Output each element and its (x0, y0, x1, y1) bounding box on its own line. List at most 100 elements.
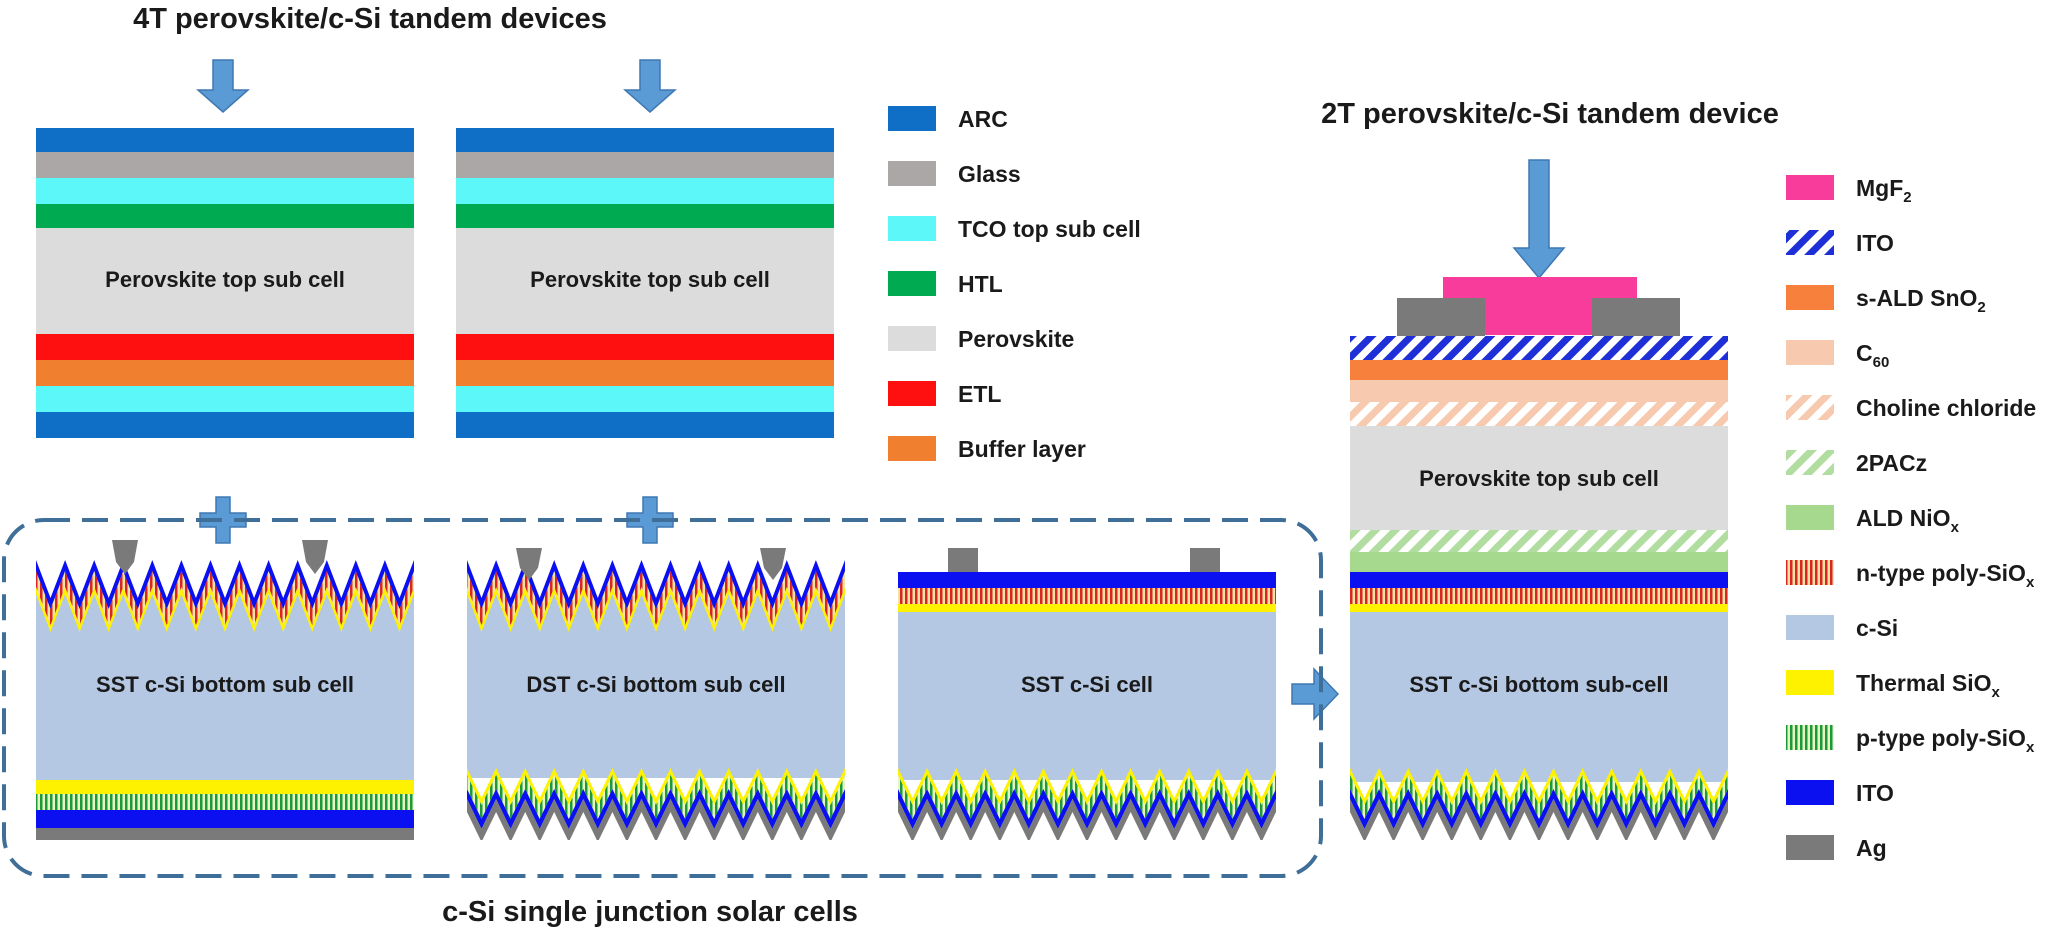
legend-label: Ag (1856, 835, 1887, 861)
legend-item: p-type poly-SiOx (1786, 725, 2035, 756)
legend-item: Choline chloride (1786, 395, 2036, 421)
legend-label-main: 2PACz (1856, 450, 1927, 476)
legend-item: TCO top sub cell (888, 216, 1141, 242)
title-4t: 4T perovskite/c-Si tandem devices (133, 3, 607, 35)
title-single-junction: c-Si single junction solar cells (442, 896, 858, 928)
legend-label-main: n-type poly-SiO (1856, 560, 2026, 586)
arc-layer (36, 128, 414, 152)
sno2-layer (1350, 360, 1728, 380)
legend-label-main: Thermal SiO (1856, 670, 1991, 696)
ag-contact (1592, 298, 1680, 336)
legend-swatch (1786, 835, 1834, 860)
c-si-body (898, 600, 1276, 780)
two-t-top-stack (1350, 277, 1728, 572)
cell-label: SST c-Si bottom sub-cell (1409, 672, 1668, 697)
legend-item: n-type poly-SiOx (1786, 560, 2035, 591)
sst-c-si-cell (898, 548, 1276, 840)
legend-label-main: c-Si (1856, 615, 1898, 641)
legend-swatch (888, 216, 936, 241)
legend-swatch (1786, 395, 1834, 420)
tco-layer (456, 178, 834, 204)
legend-swatch (1786, 285, 1834, 310)
legend-item: HTL (888, 271, 1003, 297)
ito-layer (467, 789, 845, 829)
c-si-texture (36, 594, 414, 632)
p-type-poly-sio-layer (36, 794, 414, 810)
ag-finger (302, 540, 328, 574)
right-arrow-icon (1291, 667, 1340, 721)
legend-label-main: MgF (1856, 175, 1903, 201)
ag-rear-layer (1350, 799, 1728, 840)
ag-rear-layer (467, 799, 845, 840)
ito-layer (36, 810, 414, 828)
two-t-bottom-sub-cell (1350, 572, 1728, 840)
perovskite-top-stack-left (36, 128, 414, 438)
legend-label: C60 (1856, 340, 1889, 371)
legend-item: 2PACz (1786, 450, 1927, 476)
light-arrows (196, 59, 1566, 721)
ag-finger (760, 548, 786, 580)
down-arrow-icon (623, 59, 677, 113)
legend-item: ITO (1786, 780, 1894, 806)
glass-layer (456, 152, 834, 178)
ag-rear-layer (898, 799, 1276, 840)
legend-swatch (888, 106, 936, 131)
legend-label: s-ALD SnO2 (1856, 285, 1986, 316)
legend-label-main: ITO (1856, 780, 1894, 806)
legend-label: ALD NiOx (1856, 505, 1960, 536)
perovskite-layer (456, 228, 834, 334)
legend-label: MgF2 (1856, 175, 1912, 206)
ito-layer (36, 560, 414, 609)
legend-swatch (1786, 725, 1834, 750)
legend-swatch (1786, 340, 1834, 365)
thermal-sio-layer (1350, 604, 1728, 612)
c-si-body (467, 608, 845, 778)
arc-layer (456, 128, 834, 152)
etl-layer (456, 334, 834, 360)
legend-label-subscript: 2 (1903, 189, 1911, 206)
perovskite-top-stack-right (456, 128, 834, 438)
arc-layer (36, 412, 414, 438)
buffer-layer (36, 360, 414, 386)
legend-label: ARC (958, 106, 1008, 132)
p-type-poly-sio-layer (467, 775, 845, 819)
htl-layer (36, 204, 414, 228)
ag-finger (948, 548, 978, 572)
twopacz-layer (1350, 530, 1728, 552)
htl-layer (456, 204, 834, 228)
legend-swatch (888, 381, 936, 406)
legend-label-main: p-type poly-SiO (1856, 725, 2026, 751)
legend-label-subscript: x (2026, 574, 2035, 591)
legend-item: C60 (1786, 340, 1889, 371)
cell-label: Perovskite top sub cell (530, 267, 770, 292)
perovskite-layer (1350, 426, 1728, 530)
c60-layer (1350, 380, 1728, 402)
legend-item: Thermal SiOx (1786, 670, 2000, 701)
cell-label: SST c-Si cell (1021, 672, 1153, 697)
choline-chloride-layer (1350, 402, 1728, 426)
legend-item: Ag (1786, 835, 1887, 861)
thermal-sio-layer (36, 780, 414, 794)
legend-label: Glass (958, 161, 1021, 187)
legend-label-subscript: x (1951, 519, 1960, 536)
thermal-sio-layer (898, 604, 1276, 612)
ag-finger (112, 540, 138, 574)
legend-label-main: Ag (1856, 835, 1887, 861)
down-arrow-icon (196, 59, 250, 113)
legend-swatch (1786, 615, 1834, 640)
ito-layer (1350, 572, 1728, 588)
down-arrow-icon (1512, 159, 1566, 280)
ito-layer (1350, 789, 1728, 829)
legend-label: ETL (958, 381, 1001, 407)
legend-swatch (888, 161, 936, 186)
legend-label: TCO top sub cell (958, 216, 1141, 242)
legend-label-subscript: 60 (1873, 354, 1890, 371)
ag-finger (1190, 548, 1220, 572)
legend-label-main: Choline chloride (1856, 395, 2036, 421)
tco-layer (456, 386, 834, 412)
legend-item: ARC (888, 106, 1008, 132)
legend-item: c-Si (1786, 615, 1898, 641)
